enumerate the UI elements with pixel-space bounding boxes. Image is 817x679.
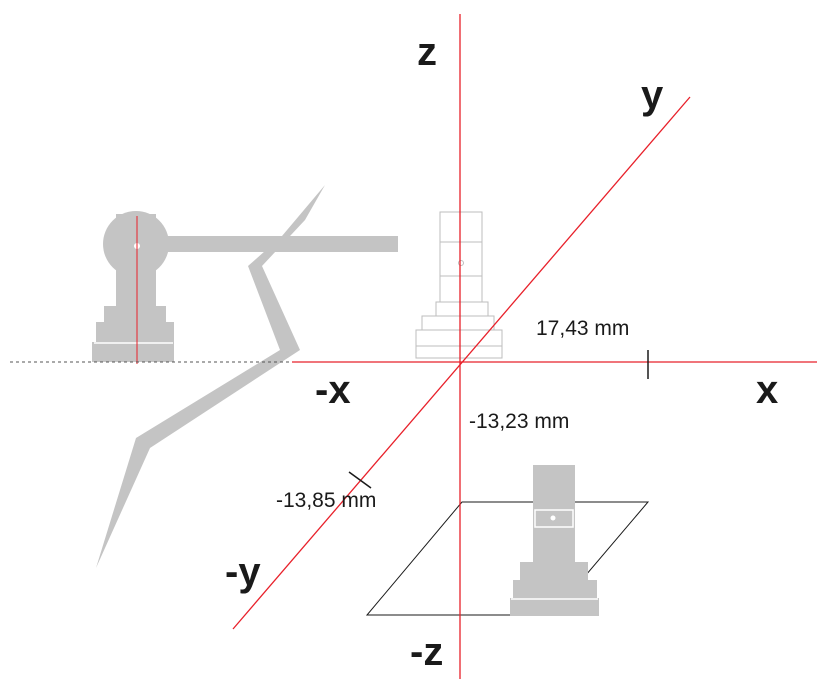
x-axis-label: x bbox=[756, 368, 778, 412]
part-base bbox=[513, 580, 597, 600]
y-axis bbox=[232, 96, 691, 630]
x-offset-label: 17,43 mm bbox=[536, 317, 629, 340]
part-shoulder bbox=[520, 562, 588, 584]
y-offset-label: -13,85 mm bbox=[276, 489, 376, 512]
neg-z-axis-label: -z bbox=[410, 630, 443, 674]
axes bbox=[232, 14, 817, 679]
arm-bracket bbox=[96, 185, 325, 568]
body-column bbox=[116, 214, 156, 324]
z-offset-label: -13,23 mm bbox=[469, 410, 569, 433]
neg-x-axis-label: -x bbox=[315, 368, 351, 412]
body-base-lower bbox=[92, 342, 174, 362]
ghost-part-outline bbox=[415, 211, 503, 359]
top-view-part bbox=[365, 465, 650, 616]
side-view-arm-assembly bbox=[92, 185, 398, 568]
part-foot bbox=[510, 598, 599, 616]
arm-rod bbox=[140, 236, 398, 252]
y-axis-label: y bbox=[641, 73, 664, 117]
body-base-upper bbox=[96, 322, 174, 344]
y-tick bbox=[348, 471, 372, 489]
z-axis-label: z bbox=[417, 30, 437, 74]
body-shoulder bbox=[104, 306, 166, 326]
part-pin bbox=[550, 515, 556, 521]
neg-y-axis-label: -y bbox=[225, 550, 261, 594]
xy-plane-outline bbox=[365, 501, 650, 616]
